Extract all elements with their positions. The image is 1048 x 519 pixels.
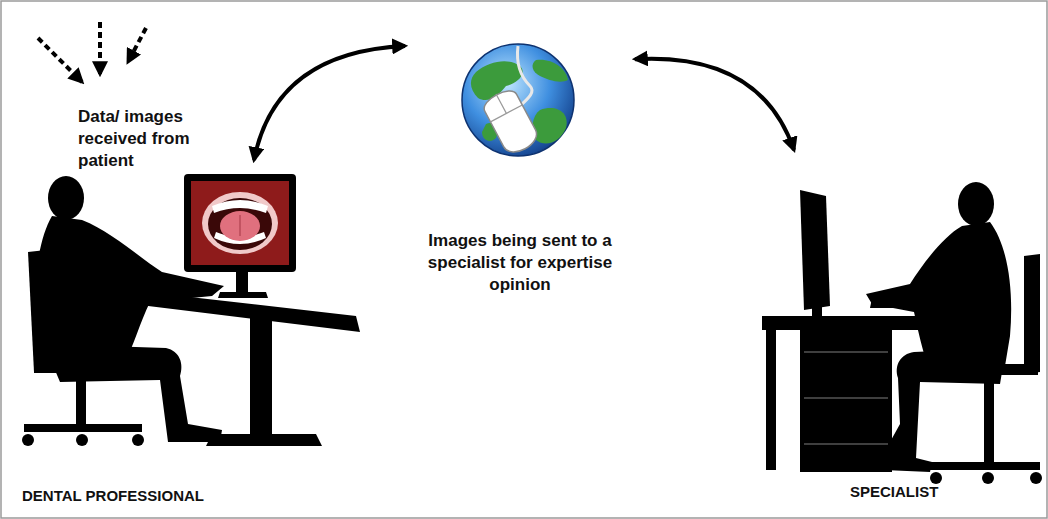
internet-globe-with-mouse-part-part: [481, 86, 541, 157]
specialist-silhouette-part: [930, 364, 1038, 375]
internet-globe: Images being sent to a specialist for ex…: [405, 30, 635, 295]
monitor-with-mouth-image-part: [184, 174, 296, 272]
node-caption: Images being sent to a specialist for ex…: [405, 230, 635, 296]
dental-professional-silhouette-part: [28, 250, 52, 372]
monitor-with-mouth-image-part: [239, 215, 241, 236]
monitor-with-mouth-image-part: [220, 211, 260, 241]
node-caption: DENTAL PROFESSIONAL: [22, 486, 342, 506]
dental-desk-part: [128, 290, 360, 332]
internet-globe-with-mouse-part-part: [496, 94, 506, 113]
monitor-with-mouth-image-part: [202, 192, 278, 254]
specialist-silhouette: [866, 182, 1042, 484]
dental-professional-silhouette-part: [48, 176, 84, 220]
specialist-desk-part: [800, 330, 892, 472]
specialist-silhouette-part: [1030, 472, 1042, 484]
cabinet-lines-part: [804, 443, 888, 445]
curved-double-arrow: [635, 59, 794, 150]
internet-globe-with-mouse-part: [480, 86, 541, 158]
incoming-data-arrows-part: [128, 28, 146, 62]
data-source-note: Data/ images received from patient: [78, 106, 228, 172]
dental-desk: [128, 268, 360, 446]
monitor-with-mouth-image: [184, 174, 296, 272]
monitor-with-mouth-image-part: [191, 181, 289, 265]
dental-desk-part: [250, 318, 272, 438]
dental-desk-part: [206, 434, 322, 446]
dental-professional-silhouette-part: [22, 434, 34, 446]
monitor-with-mouth-image-part: [208, 198, 272, 250]
specialist-silhouette-part: [958, 182, 994, 226]
dental-professional-silhouette-part: [24, 424, 142, 432]
incoming-data-arrows-part: [38, 38, 82, 82]
specialist-figure: SPECIALIST: [740, 150, 1040, 510]
internet-globe-with-mouse-part: [533, 60, 568, 82]
cabinet-lines-part: [804, 397, 888, 399]
dental-professional-silhouette-part: [76, 434, 88, 446]
curved-double-arrow: [254, 46, 405, 160]
internet-globe-with-mouse-part: [533, 108, 567, 144]
dental-professional-silhouette-part: [34, 362, 138, 373]
internet-globe-with-mouse: [462, 44, 574, 157]
dental-desk-part: [218, 292, 268, 298]
specialist-silhouette-part: [984, 374, 994, 464]
specialist-silhouette-part: [1024, 254, 1040, 374]
cabinet-lines: [804, 352, 888, 444]
cabinet-lines-part: [804, 351, 888, 353]
specialist-desk-part: [766, 330, 776, 470]
incoming-data-arrows-part: [98, 22, 102, 74]
dental-professional-figure: DENTAL PROFESSIONAL: [20, 160, 380, 510]
specialist-desk-part: [800, 190, 830, 310]
specialist-silhouette-part: [982, 472, 994, 484]
incoming-data-arrows: [38, 22, 146, 82]
dental-professional-silhouette-part: [132, 434, 144, 446]
dental-professional-silhouette-part: [76, 372, 86, 424]
node-caption: SPECIALIST: [850, 482, 1030, 502]
specialist-silhouette-part: [930, 472, 942, 484]
specialist-silhouette-part: [930, 462, 1040, 470]
